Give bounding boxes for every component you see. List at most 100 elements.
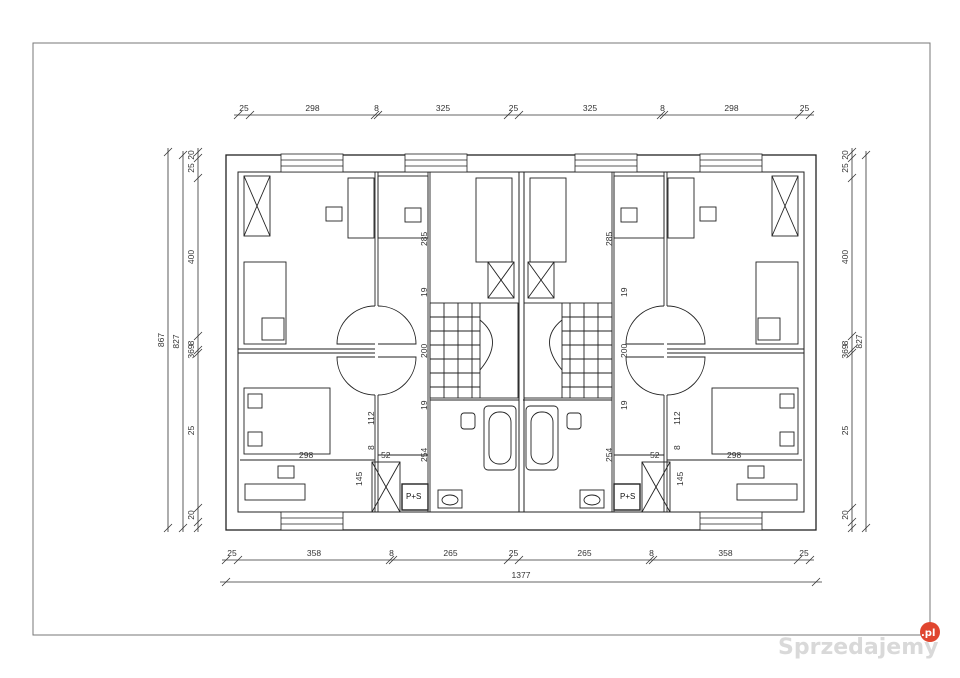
- bottom-dimension-label: 8: [649, 548, 654, 558]
- top-dimension-label: 25: [509, 103, 519, 113]
- bottom-dimension-label: 25: [509, 548, 519, 558]
- right-inner-dimension-tick: [847, 173, 857, 183]
- right-inner-dimension-tick: [847, 517, 857, 527]
- top-dimension-label: 8: [660, 103, 665, 113]
- bottom-dimension-tick: [514, 555, 524, 565]
- svg-text:298: 298: [727, 450, 741, 460]
- left-inner-dimension-label: 20: [186, 510, 196, 520]
- total-width-label: 1377: [512, 570, 531, 580]
- svg-text:112: 112: [672, 411, 682, 425]
- left-inner-dimension-tick: [193, 153, 203, 163]
- left-inner-dimension-label: 20: [186, 150, 196, 160]
- right-inner-dimension-tick: [847, 523, 857, 533]
- bottom-dimension-label: 358: [718, 548, 732, 558]
- svg-text:112: 112: [366, 411, 376, 425]
- right-inner-dimension-tick: [847, 153, 857, 163]
- top-dimension-label: 25: [239, 103, 249, 113]
- inner-dimension-labels: 285 285 19 19 200 200 19 19 112 112 8 8 …: [299, 232, 741, 486]
- top-dimension-tick: [503, 110, 513, 120]
- right-inner-dimension-label: 400: [840, 250, 850, 264]
- bottom-dimension-tick: [645, 555, 655, 565]
- svg-text:19: 19: [619, 400, 629, 410]
- top-dimension-label: 325: [583, 103, 597, 113]
- left-inner-dimension-tick: [193, 331, 203, 341]
- window-top-1: [280, 153, 344, 173]
- right-inner-dimension-label: 25: [840, 163, 850, 173]
- bottom-dimension-tick: [648, 555, 658, 565]
- top-dimension-tick: [370, 110, 380, 120]
- right-inner-dimension-label: 20: [840, 510, 850, 520]
- left-inner-dimension-label: 369: [186, 344, 196, 358]
- sheet-frame: [32, 42, 931, 636]
- svg-text:285: 285: [419, 232, 429, 246]
- top-dimension-label: 25: [800, 103, 810, 113]
- left-inner-dimension-tick: [193, 173, 203, 183]
- left-inner-dimension-tick: [193, 523, 203, 533]
- top-dimension-tick: [656, 110, 666, 120]
- left-inner-dimension-tick: [193, 147, 203, 157]
- svg-text:52: 52: [650, 450, 660, 460]
- svg-text:145: 145: [354, 472, 364, 486]
- interior-walls-right: [523, 172, 804, 513]
- svg-text:19: 19: [419, 287, 429, 297]
- top-dimension-label: 8: [374, 103, 379, 113]
- right-inner-dimension-tick: [847, 331, 857, 341]
- top-dimension-tick: [245, 110, 255, 120]
- total-width-tick: [221, 577, 231, 587]
- left-mid-dimension-label: 827: [171, 334, 181, 348]
- right-inner-dimension-tick: [847, 503, 857, 513]
- left-outer-dimension-label: 867: [156, 333, 166, 347]
- watermark-logo: Sprzedajemy .pl: [778, 622, 940, 660]
- left-inner-dimension-label: 25: [186, 426, 196, 436]
- right-inner-dimension-label: 8: [840, 340, 850, 345]
- bottom-dimension-label: 25: [227, 548, 237, 558]
- top-dimension-tick: [794, 110, 804, 120]
- bottom-dimension-tick: [385, 555, 395, 565]
- left-outer-dimension-tick: [163, 523, 173, 533]
- top-dimension-label: 298: [724, 103, 738, 113]
- left-inner-dimension-label: 8: [186, 340, 196, 345]
- bottom-dimension-tick: [793, 555, 803, 565]
- interior-walls-left: [238, 172, 519, 513]
- right-inner-dimension-tick: [847, 147, 857, 157]
- right-outer-dimension-tick: [861, 523, 871, 533]
- top-dimension-tick: [805, 110, 815, 120]
- left-inner-dimension-tick: [193, 348, 203, 358]
- bottom-dimension-tick: [233, 555, 243, 565]
- top-dimension-tick: [233, 110, 243, 120]
- svg-text:19: 19: [619, 287, 629, 297]
- top-dimension-tick: [659, 110, 669, 120]
- bottom-dimension-label: 265: [577, 548, 591, 558]
- left-outer-dimension-tick: [163, 147, 173, 157]
- svg-text:52: 52: [381, 450, 391, 460]
- windows: [280, 153, 763, 531]
- window-top-3: [574, 153, 638, 173]
- left-mid-dimension-tick: [178, 150, 188, 160]
- window-bottom-1: [280, 511, 344, 531]
- room-label-ps-left: P+S: [406, 492, 421, 501]
- left-inner-dimension-tick: [193, 517, 203, 527]
- bottom-dimension-tick: [503, 555, 513, 565]
- right-outer-dimension-tick: [861, 150, 871, 160]
- left-inner-dimension-label: 400: [186, 250, 196, 264]
- left-inner-dimension-tick: [193, 345, 203, 355]
- bottom-dimension-tick: [805, 555, 815, 565]
- right-inner-dimension-label: 25: [840, 426, 850, 436]
- svg-text:254: 254: [604, 448, 614, 462]
- total-width-tick: [811, 577, 821, 587]
- svg-text:200: 200: [619, 344, 629, 358]
- left-inner-dimension-label: 25: [186, 163, 196, 173]
- bottom-dimension-label: 358: [307, 548, 321, 558]
- right-inner-dimension-label: 20: [840, 150, 850, 160]
- svg-text:298: 298: [299, 450, 313, 460]
- building-outline: [225, 154, 817, 531]
- left-inner-dimension-tick: [193, 503, 203, 513]
- room-label-ps-right: P+S: [620, 492, 635, 501]
- svg-text:8: 8: [366, 445, 376, 450]
- left-mid-dimension-tick: [178, 523, 188, 533]
- watermark-suffix: .pl: [921, 628, 935, 639]
- svg-text:200: 200: [419, 344, 429, 358]
- bottom-dimension-tick: [221, 555, 231, 565]
